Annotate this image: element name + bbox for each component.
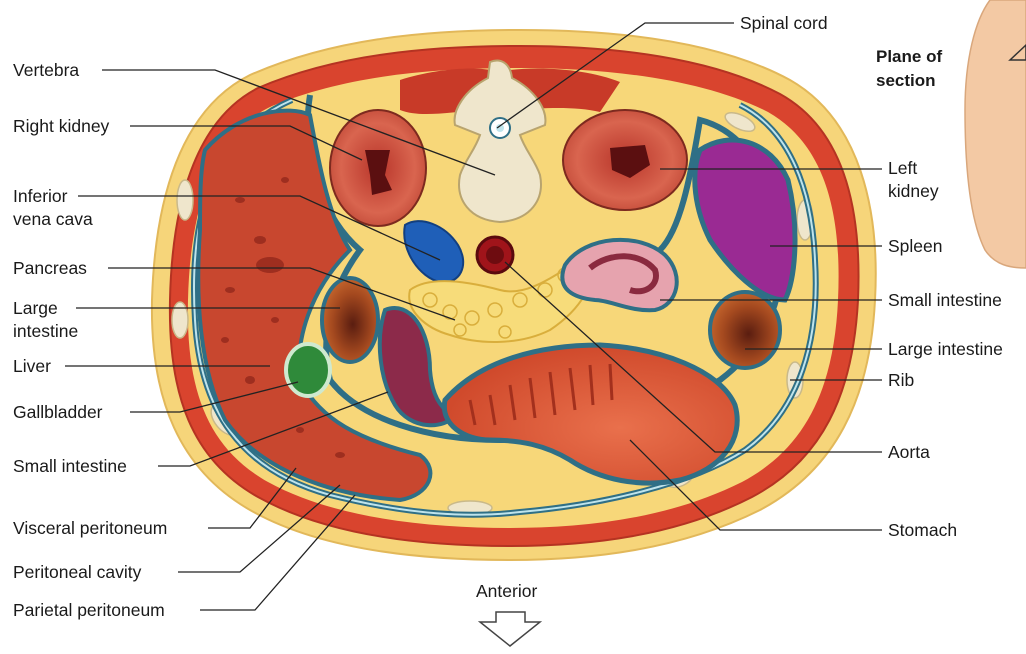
label-aorta: Aorta [888, 441, 930, 463]
label-parietal-peritoneum: Parietal peritoneum [13, 599, 165, 621]
label-gallbladder: Gallbladder [13, 401, 103, 423]
large-intestine-left-shape [322, 278, 378, 362]
anterior-label: Anterior [476, 580, 537, 602]
label-liver: Liver [13, 355, 51, 377]
label-large-intestine-line1: Large [13, 297, 58, 319]
label-right-kidney: Right kidney [13, 115, 109, 137]
label-left-kidney-line1: Left [888, 157, 917, 179]
left-kidney-shape [563, 110, 687, 210]
label-large-intestine-right: Large intestine [888, 338, 1003, 360]
label-vertebra: Vertebra [13, 59, 79, 81]
label-stomach: Stomach [888, 519, 957, 541]
label-left-kidney-line2: kidney [888, 180, 939, 202]
label-ivc-line2: vena cava [13, 208, 93, 230]
right-kidney-shape [330, 110, 426, 226]
label-peritoneal-cavity: Peritoneal cavity [13, 561, 141, 583]
torso-thumbnail [965, 0, 1026, 268]
label-ivc-line1: Inferior [13, 185, 67, 207]
label-rib: Rib [888, 369, 914, 391]
label-spleen: Spleen [888, 235, 943, 257]
anterior-arrow-icon [480, 612, 540, 646]
label-pancreas: Pancreas [13, 257, 87, 279]
label-large-intestine-line2: intestine [13, 320, 78, 342]
label-small-intestine-left: Small intestine [13, 455, 127, 477]
label-spinal-cord: Spinal cord [740, 12, 828, 34]
gallbladder-shape [286, 344, 330, 396]
large-intestine-right-shape [710, 292, 780, 368]
plane-of-section-label: Plane of section [876, 45, 966, 93]
label-small-intestine-right: Small intestine [888, 289, 1002, 311]
label-visceral-peritoneum: Visceral peritoneum [13, 517, 167, 539]
